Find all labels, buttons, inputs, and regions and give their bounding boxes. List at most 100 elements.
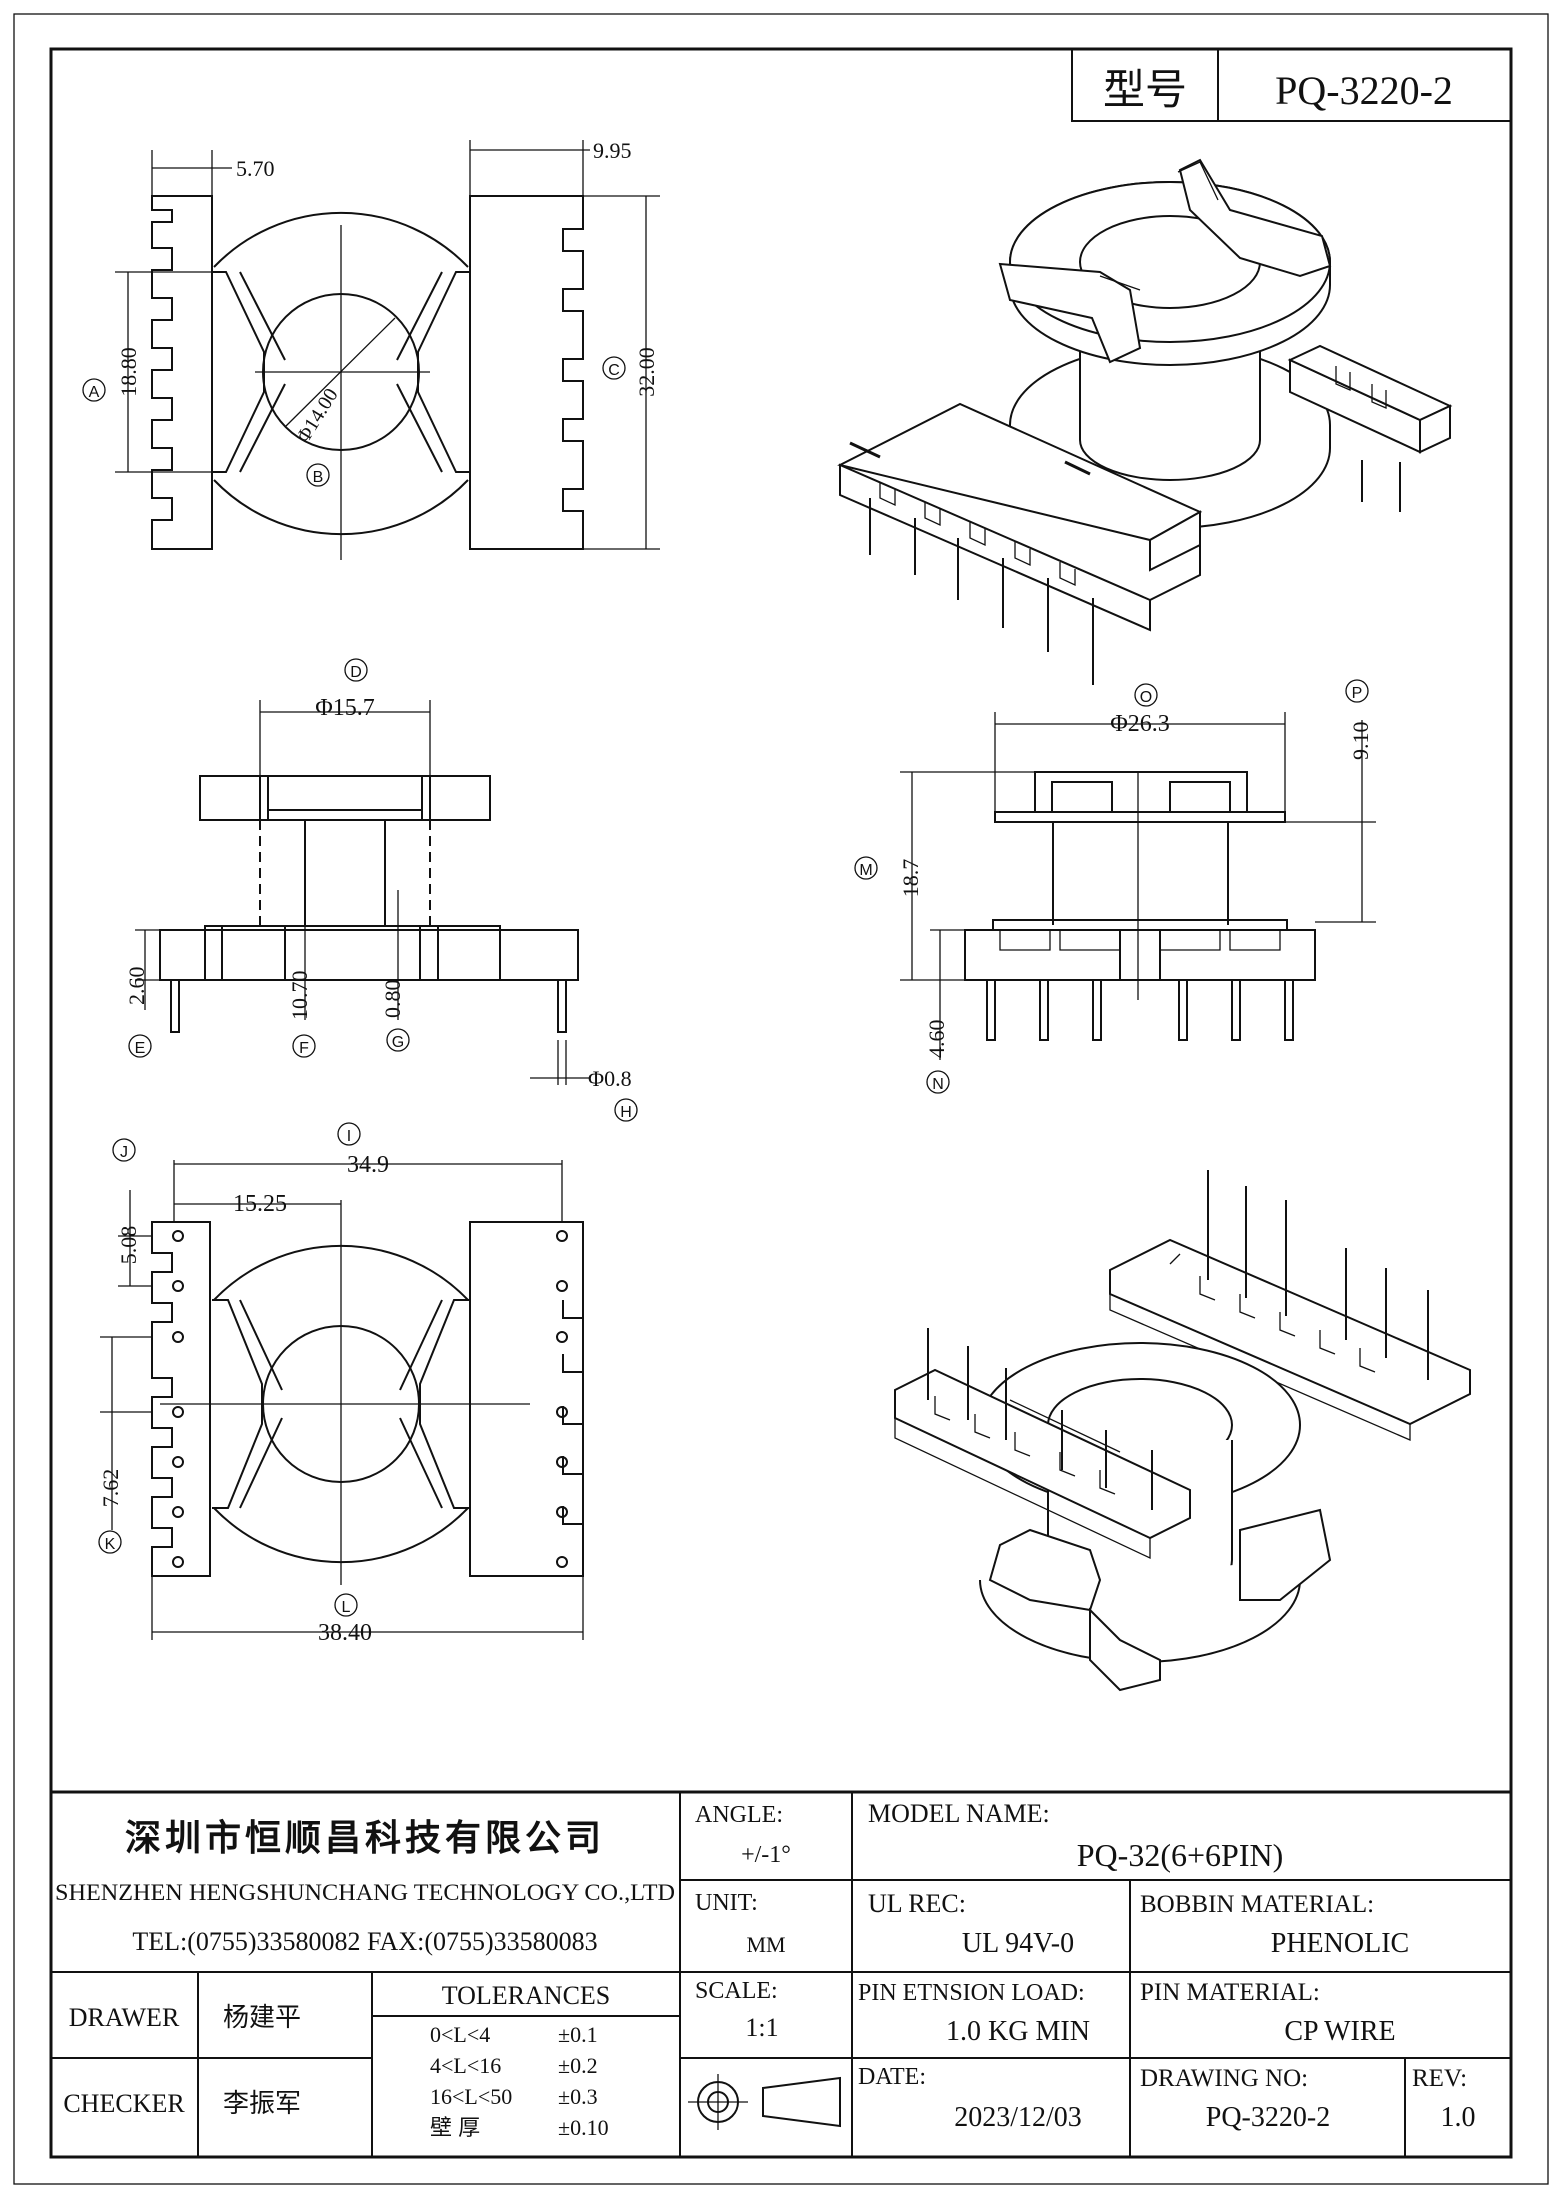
top-view-diameter-line xyxy=(284,317,396,428)
dim-18-80: 18.80 xyxy=(116,347,141,397)
model-value: PQ-3220-2 xyxy=(1275,68,1453,113)
marker-l: L xyxy=(334,1593,358,1617)
svg-text:L: L xyxy=(342,1599,351,1616)
projection-symbol xyxy=(688,2074,841,2130)
marker-n: N xyxy=(926,1070,950,1094)
dim-7-62: 7.62 xyxy=(98,1469,123,1508)
svg-text:G: G xyxy=(392,1034,404,1051)
company-name-cn: 深圳市恒顺昌科技有限公司 xyxy=(125,1817,605,1858)
tolerance-value-3: ±0.3 xyxy=(558,2084,598,2109)
dim-phi-14: Φ14.00 xyxy=(292,385,342,447)
unit-value: MM xyxy=(746,1932,785,1957)
outer-border xyxy=(13,13,1549,2185)
model-header: 型号 PQ-3220-2 xyxy=(1071,48,1512,122)
marker-b: B xyxy=(306,463,330,487)
svg-text:A: A xyxy=(89,384,100,401)
dim-9-95: 9.95 xyxy=(593,138,632,163)
rev-label: REV: xyxy=(1412,2065,1467,2092)
svg-text:O: O xyxy=(1140,689,1152,706)
tolerance-range-4: 壁 厚 xyxy=(430,2115,480,2140)
top-view-left-block xyxy=(151,195,213,550)
dim-phi-26-3: Φ26.3 xyxy=(1110,711,1170,737)
pin-material-label: PIN MATERIAL: xyxy=(1140,1979,1320,2006)
date-value: 2023/12/03 xyxy=(954,2102,1082,2133)
marker-i: I xyxy=(337,1122,361,1146)
tolerances-label: TOLERANCES xyxy=(442,1981,611,2010)
bottom-view-left-block xyxy=(151,1221,211,1577)
tolerance-value-4: ±0.10 xyxy=(558,2115,609,2140)
tolerance-value-2: ±0.2 xyxy=(558,2053,598,2078)
pin-load-value: 1.0 KG MIN xyxy=(946,2016,1090,2047)
marker-d: D xyxy=(344,658,368,682)
svg-text:H: H xyxy=(620,1104,632,1121)
marker-o: O xyxy=(1134,683,1158,707)
drawer-value: 杨建平 xyxy=(223,2002,301,2032)
marker-m: M xyxy=(854,856,878,880)
angle-value: +/-1° xyxy=(741,1842,791,1868)
company-contact: TEL:(0755)33580082 FAX:(0755)33580083 xyxy=(132,1927,597,1956)
checker-value: 李振军 xyxy=(223,2088,301,2118)
ul-rec-value: UL 94V-0 xyxy=(962,1928,1074,1959)
drawing-no-value: PQ-3220-2 xyxy=(1206,2102,1330,2133)
model-name-value: PQ-32(6+6PIN) xyxy=(1077,1837,1283,1873)
scale-value: 1:1 xyxy=(745,2013,778,2042)
marker-h: H xyxy=(614,1098,638,1122)
svg-text:J: J xyxy=(120,1144,128,1161)
company-name-en: SHENZHEN HENGSHUNCHANG TECHNOLOGY CO.,LT… xyxy=(55,1880,675,1905)
tolerance-range-3: 16<L<50 xyxy=(430,2084,512,2109)
svg-text:N: N xyxy=(932,1076,944,1093)
bobbin-material-label: BOBBIN MATERIAL: xyxy=(1140,1891,1374,1918)
model-name-label: MODEL NAME: xyxy=(868,1799,1050,1828)
marker-p: P xyxy=(1345,679,1369,703)
side-view: Φ15.7 2.60 10.70 0.80 Φ0.8 D E F G H xyxy=(124,658,638,1122)
dim-38-40: 38.40 xyxy=(318,1620,372,1646)
dim-32-00: 32.00 xyxy=(634,347,659,397)
dim-phi-15-7: Φ15.7 xyxy=(315,695,375,721)
marker-g: G xyxy=(386,1028,410,1052)
top-view: 5.70 9.95 18.80 32.00 Φ14.00 A B C xyxy=(82,138,660,560)
dim-15-25: 15.25 xyxy=(233,1191,287,1217)
rev-value: 1.0 xyxy=(1441,2102,1476,2133)
drawing-no-label: DRAWING NO: xyxy=(1140,2065,1308,2092)
marker-f: F xyxy=(292,1034,316,1058)
bobbin-material-value: PHENOLIC xyxy=(1271,1928,1409,1959)
svg-text:I: I xyxy=(347,1128,351,1145)
tolerance-range-2: 4<L<16 xyxy=(430,2053,501,2078)
dim-10-70: 10.70 xyxy=(287,971,312,1021)
drawer-label: DRAWER xyxy=(69,2003,180,2032)
svg-text:F: F xyxy=(299,1040,309,1057)
pin-material-value: CP WIRE xyxy=(1284,2016,1395,2047)
date-label: DATE: xyxy=(858,2064,926,2090)
bottom-view: 34.9 15.25 5.08 7.62 38.40 I J K L xyxy=(98,1122,584,1646)
svg-text:C: C xyxy=(608,362,620,379)
tolerance-value-1: ±0.1 xyxy=(558,2022,598,2047)
dim-5-08: 5.08 xyxy=(116,1226,141,1265)
bottom-view-right-block xyxy=(469,1221,584,1577)
title-block: 深圳市恒顺昌科技有限公司 SHENZHEN HENGSHUNCHANG TECH… xyxy=(49,1790,1513,2159)
dim-34-9: 34.9 xyxy=(347,1152,389,1178)
marker-a: A xyxy=(82,378,106,402)
marker-c: C xyxy=(602,356,626,380)
angle-label: ANGLE: xyxy=(695,1802,783,1828)
marker-j: J xyxy=(112,1138,136,1162)
checker-label: CHECKER xyxy=(63,2089,185,2118)
dim-5-70: 5.70 xyxy=(236,156,275,181)
isometric-view-top xyxy=(837,158,1453,685)
svg-text:B: B xyxy=(313,469,324,486)
marker-k: K xyxy=(98,1530,122,1554)
svg-text:P: P xyxy=(1352,685,1363,702)
pin-load-label: PIN ETNSION LOAD: xyxy=(858,1980,1085,2006)
tolerance-range-1: 0<L<4 xyxy=(430,2022,490,2047)
marker-e: E xyxy=(128,1034,152,1058)
dim-9-10: 9.10 xyxy=(1348,722,1373,761)
svg-text:K: K xyxy=(105,1536,116,1553)
top-view-flange-arc-top xyxy=(213,211,469,268)
top-view-right-block xyxy=(469,195,584,550)
unit-label: UNIT: xyxy=(695,1890,758,1916)
svg-text:M: M xyxy=(859,862,872,879)
dim-18-7: 18.7 xyxy=(898,859,923,898)
dim-phi-0-8: Φ0.8 xyxy=(588,1066,632,1091)
model-label: 型号 xyxy=(1103,66,1187,113)
scale-label: SCALE: xyxy=(695,1978,778,2004)
